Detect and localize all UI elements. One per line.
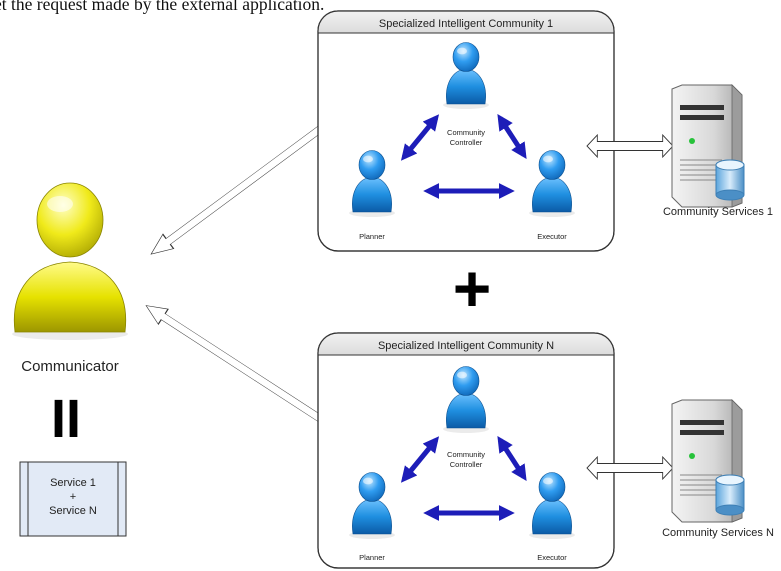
- community-1-controller-planner-arrow: [400, 114, 440, 161]
- community-n-executor-label: Executor: [537, 553, 567, 562]
- community-services-n-label: Community Services N: [662, 527, 774, 539]
- community-n-controller-executor-arrow: [497, 435, 527, 482]
- community-1-title: Specialized Intelligent Community 1: [379, 18, 553, 30]
- community-n-controller-label-line1: Community: [447, 450, 485, 459]
- service-box: [19, 461, 127, 537]
- community-n-title: Specialized Intelligent Community N: [378, 340, 554, 352]
- communicator-figure: [12, 182, 128, 340]
- service-box-line1: Service 1: [50, 477, 96, 489]
- community-services-1-label: Community Services 1: [663, 206, 773, 218]
- plus-symbol: +: [453, 251, 492, 325]
- community-services-n-server-icon: [671, 399, 745, 523]
- community-1-controller-label-line1: Community: [447, 128, 485, 137]
- service-box-line3: Service N: [49, 505, 97, 517]
- community-1-controller-label-line2: Controller: [450, 138, 483, 147]
- communicator-label: Communicator: [21, 358, 119, 375]
- community-n-planner-label: Planner: [359, 553, 385, 562]
- community-1-controller-executor-arrow: [497, 113, 527, 160]
- community-n-controller-label-line2: Controller: [450, 460, 483, 469]
- community-1-planner-label: Planner: [359, 232, 385, 241]
- community-services-1-server-icon: [671, 84, 745, 208]
- community-n-controller-planner-arrow: [400, 436, 440, 483]
- service-box-line2: +: [70, 491, 76, 503]
- caption-fragment: et the request made by the external appl…: [0, 0, 324, 14]
- equals-symbol: II: [51, 389, 81, 449]
- community-1-executor-label: Executor: [537, 232, 567, 241]
